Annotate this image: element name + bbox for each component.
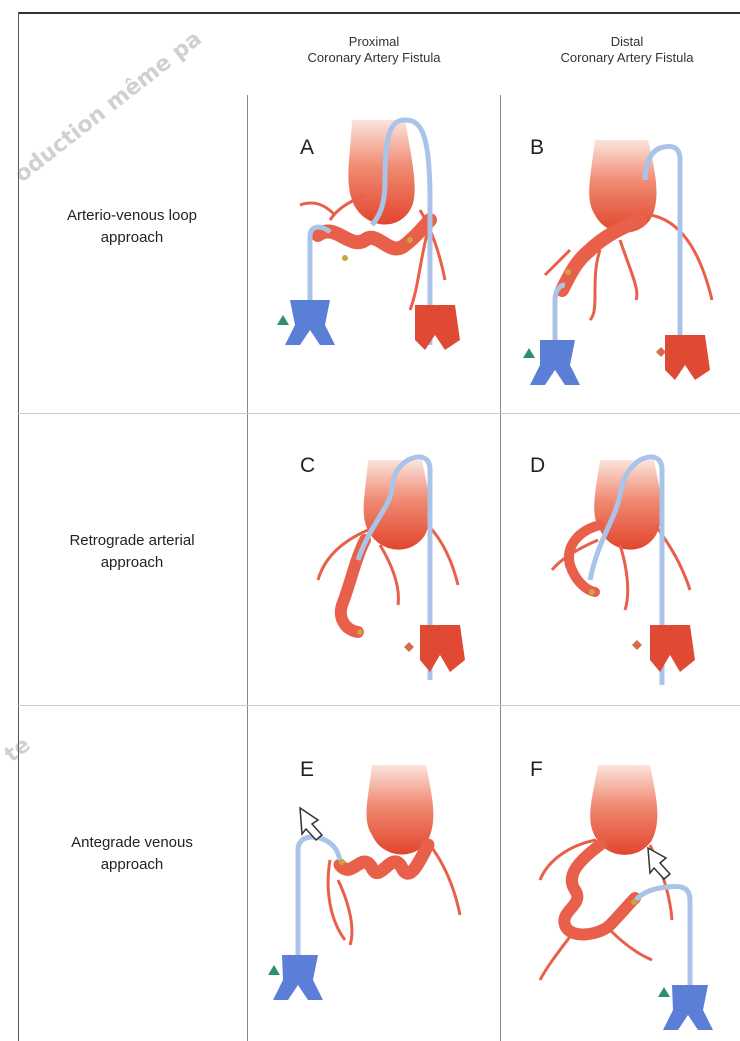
coil-marker xyxy=(407,237,413,243)
arrow-icon xyxy=(648,848,670,879)
marker-green xyxy=(268,965,280,975)
panel-b-illustration xyxy=(523,140,712,385)
marker-red xyxy=(404,642,414,652)
arrow-icon xyxy=(300,808,322,840)
panel-f-illustration xyxy=(540,765,713,1030)
vein-shape xyxy=(285,300,335,345)
coil-marker xyxy=(631,899,637,905)
coil-marker xyxy=(565,269,571,275)
aorta-shape xyxy=(420,625,465,672)
marker-red xyxy=(632,640,642,650)
vein-shape xyxy=(663,985,713,1030)
panel-d-illustration xyxy=(552,457,695,685)
marker-red xyxy=(656,347,666,357)
fistula-vessel xyxy=(562,220,640,290)
vein-shape xyxy=(273,955,323,1000)
coil-marker xyxy=(339,859,345,865)
marker-green xyxy=(277,315,289,325)
coil-marker xyxy=(589,589,595,595)
aorta-shape xyxy=(415,305,460,350)
marker-green xyxy=(523,348,535,358)
coil-marker xyxy=(342,255,348,261)
panel-e-illustration xyxy=(268,765,460,1000)
aorta-shape xyxy=(665,335,710,380)
panel-a-illustration xyxy=(277,120,460,350)
aorta-shape xyxy=(650,625,695,672)
vein-shape xyxy=(530,340,580,385)
panel-c-illustration xyxy=(318,457,465,680)
fistula-vessel xyxy=(564,845,635,934)
marker-green xyxy=(658,987,670,997)
coil-marker xyxy=(357,629,363,635)
catheter xyxy=(298,837,340,970)
